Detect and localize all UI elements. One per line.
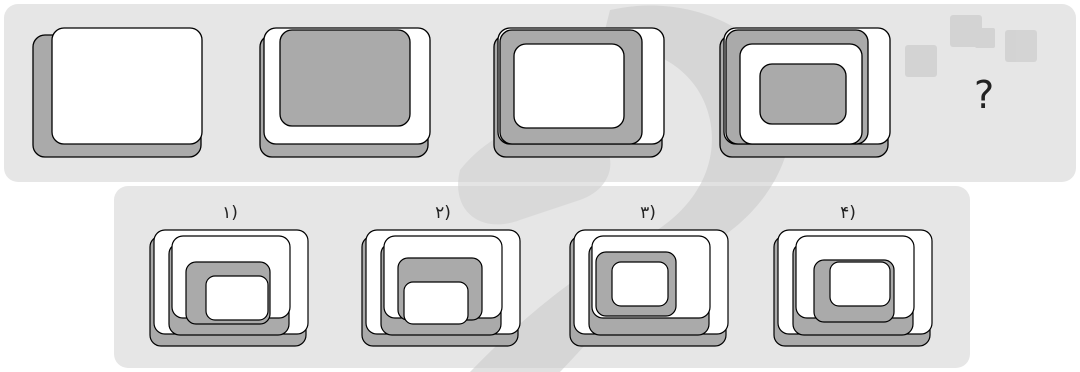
sequence-frame-4 <box>719 27 891 158</box>
options-panel <box>114 186 970 368</box>
question-mark: ? <box>974 73 994 117</box>
option-1[interactable]: ۱) <box>149 203 309 347</box>
sequence-frame-2 <box>259 27 431 158</box>
option-3[interactable]: ۳) <box>569 203 729 347</box>
option-figure-1 <box>149 229 309 347</box>
option-figure-2 <box>361 229 521 347</box>
option-label-2: ۲) <box>435 203 451 223</box>
sequence-frame-1 <box>32 27 203 158</box>
option-label-1: ۱) <box>222 203 238 223</box>
option-label-3: ۳) <box>640 203 656 223</box>
option-4[interactable]: ۴) <box>773 203 933 347</box>
option-label-4: ۴) <box>840 203 856 223</box>
option-figure-4 <box>773 229 933 347</box>
option-figure-3 <box>569 229 729 347</box>
option-2[interactable]: ۲) <box>361 203 521 347</box>
sequence-frame-3 <box>493 27 665 158</box>
